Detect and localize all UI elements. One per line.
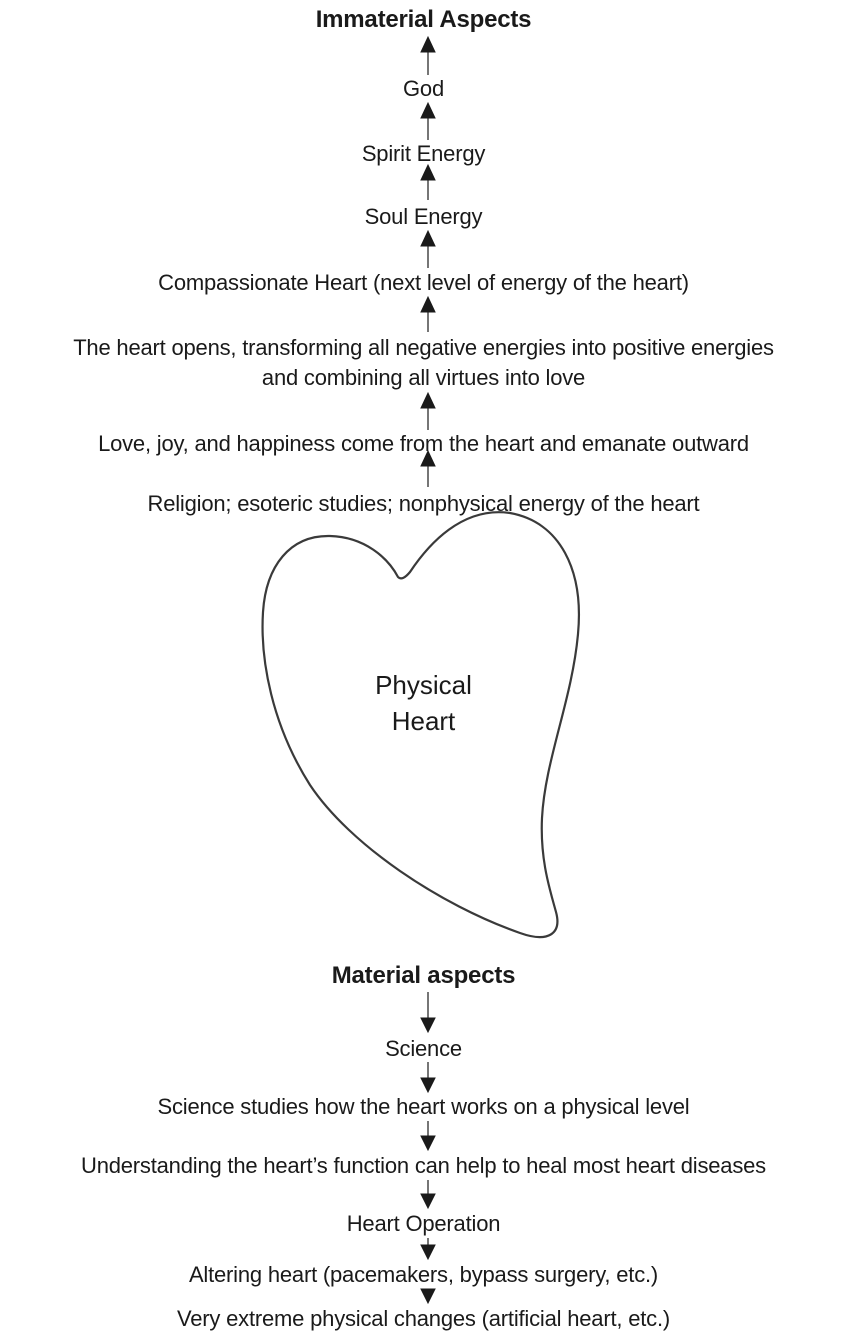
material-title: Material aspects [331, 962, 516, 989]
level-spirit-energy: Spirit Energy [361, 141, 486, 166]
level-heart-opens-line2: and combining all virtues into love [261, 365, 586, 390]
immaterial-arrows [420, 35, 436, 487]
heart-label-line2: Heart [391, 706, 456, 736]
arrow-down-5 [420, 1238, 436, 1261]
level-religion: Religion; esoteric studies; nonphysical … [147, 491, 700, 516]
level-extreme-changes: Very extreme physical changes (artificia… [177, 1306, 670, 1331]
heart-label-line1: Physical [375, 670, 472, 700]
level-science-studies: Science studies how the heart works on a… [157, 1094, 690, 1119]
arrow-up-1 [420, 35, 436, 75]
arrow-up-7 [420, 449, 436, 487]
level-soul-energy: Soul Energy [364, 204, 483, 229]
arrow-up-3 [420, 163, 436, 200]
level-altering-heart: Altering heart (pacemakers, bypass surge… [188, 1262, 659, 1287]
arrow-up-2 [420, 101, 436, 140]
arrow-up-6 [420, 391, 436, 430]
arrow-down-3 [420, 1121, 436, 1152]
arrow-down-1 [420, 992, 436, 1034]
immaterial-title: Immaterial Aspects [315, 6, 532, 33]
arrow-down-4 [420, 1180, 436, 1210]
level-love-joy: Love, joy, and happiness come from the h… [98, 431, 749, 456]
arrow-down-2 [420, 1062, 436, 1094]
level-heart-opens-line1: The heart opens, transforming all negati… [73, 335, 774, 360]
material-arrows [420, 992, 436, 1305]
arrow-up-4 [420, 229, 436, 268]
arrow-up-5 [420, 295, 436, 332]
level-heart-operation: Heart Operation [346, 1211, 501, 1236]
level-compassionate-heart: Compassionate Heart (next level of energ… [158, 270, 689, 295]
level-science: Science [385, 1036, 462, 1061]
arrow-down-6 [420, 1288, 436, 1305]
level-god: God [403, 76, 444, 101]
level-understanding: Understanding the heart’s function can h… [81, 1153, 766, 1178]
physical-heart-outline [261, 511, 580, 939]
